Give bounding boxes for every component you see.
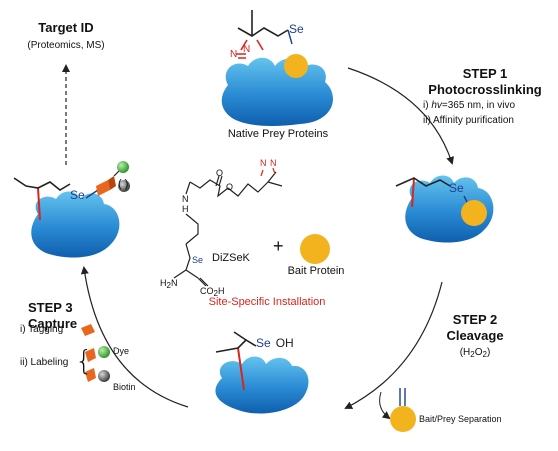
radical-mark: ( )	[118, 178, 129, 190]
step1-condition-ii: ii) Affinity purification	[423, 115, 514, 126]
arrow-step3	[80, 266, 189, 408]
dizsek-co2h: CO2H	[200, 286, 224, 298]
step1-name: Photocrosslinking	[428, 82, 542, 97]
h-text: H	[182, 204, 189, 214]
se-atom-bottom: Se OH	[256, 336, 294, 350]
arrow-step2	[344, 281, 443, 409]
diazirine-n1-top: N	[243, 44, 251, 55]
step3-name: Capture	[28, 316, 78, 331]
captured-protein	[13, 161, 130, 258]
dizsek-carbonyl-o: O	[216, 168, 224, 178]
target-id-subtitle: (Proteomics, MS)	[27, 40, 105, 51]
cleaved-protein	[215, 331, 309, 414]
h-text: H	[160, 278, 167, 288]
target-id-title: Target ID	[38, 20, 94, 35]
tagging-legend	[81, 324, 95, 336]
step2-name: Cleavage	[446, 328, 504, 343]
step1-title: STEP 1	[462, 66, 508, 81]
step1-i-suffix: =365 nm, in vivo	[441, 100, 516, 111]
se-atom-top: Se	[289, 22, 304, 36]
installation-label: Site-Specific Installation	[208, 296, 326, 308]
step2-reagent: (H2O2)	[460, 347, 491, 359]
sub-text: 2	[213, 289, 218, 298]
dizsek-se: Se	[192, 255, 204, 265]
reagent-part: O	[474, 347, 483, 358]
sub-text: 2	[166, 281, 171, 290]
n-text: N	[182, 194, 189, 204]
native-prey-label: Native Prey Proteins	[227, 128, 329, 140]
arrow-separation	[379, 391, 391, 420]
step1-condition-i: i) hv=365 nm, in vivo	[423, 100, 515, 111]
crosslinked-protein	[395, 175, 494, 243]
dizsek-n1: N	[260, 158, 267, 168]
bait-protein-label: Bait Protein	[287, 265, 345, 277]
se-text: Se	[256, 336, 271, 350]
biotin-label: Biotin	[113, 382, 136, 392]
step1-i-prefix: i)	[423, 100, 432, 111]
se-atom-right: Se	[449, 181, 464, 195]
dizsek-n2: N	[270, 158, 277, 168]
reagent-part: (H	[459, 347, 471, 358]
se-atom-left: Se	[70, 188, 85, 202]
arrow-step1	[347, 67, 454, 165]
step1-hv: hv	[431, 100, 442, 111]
labeling-brace: {	[75, 344, 93, 377]
compound-label: DiZSeK	[212, 252, 250, 264]
dizsek-ester-o: O	[226, 182, 234, 192]
step3-labeling: ii) Labeling	[20, 357, 69, 368]
plus-sign: +	[273, 236, 284, 256]
reagent-sub: 2	[470, 350, 475, 359]
bait-protein-ball	[300, 234, 330, 264]
n-text: N	[170, 278, 178, 288]
reagent-sub: 2	[482, 350, 487, 359]
step2-title: STEP 2	[452, 312, 498, 327]
reagent-part: )	[486, 347, 491, 358]
dizsek-structure	[173, 167, 283, 287]
h-text: H	[217, 286, 225, 296]
co-text: CO	[200, 286, 214, 296]
native-prey-protein	[221, 10, 333, 126]
step3-tagging: i) Tagging	[20, 324, 64, 335]
separation-label: Bait/Prey Separation	[419, 414, 502, 424]
diazirine-n2-top: N	[230, 49, 238, 60]
labeling-legend	[85, 346, 110, 382]
oh-text: OH	[275, 336, 294, 350]
dizsek-h2n: H2N	[160, 278, 177, 290]
separated-bait	[390, 388, 416, 432]
step3-title: STEP 3	[28, 300, 73, 315]
dye-label: Dye	[113, 346, 130, 356]
